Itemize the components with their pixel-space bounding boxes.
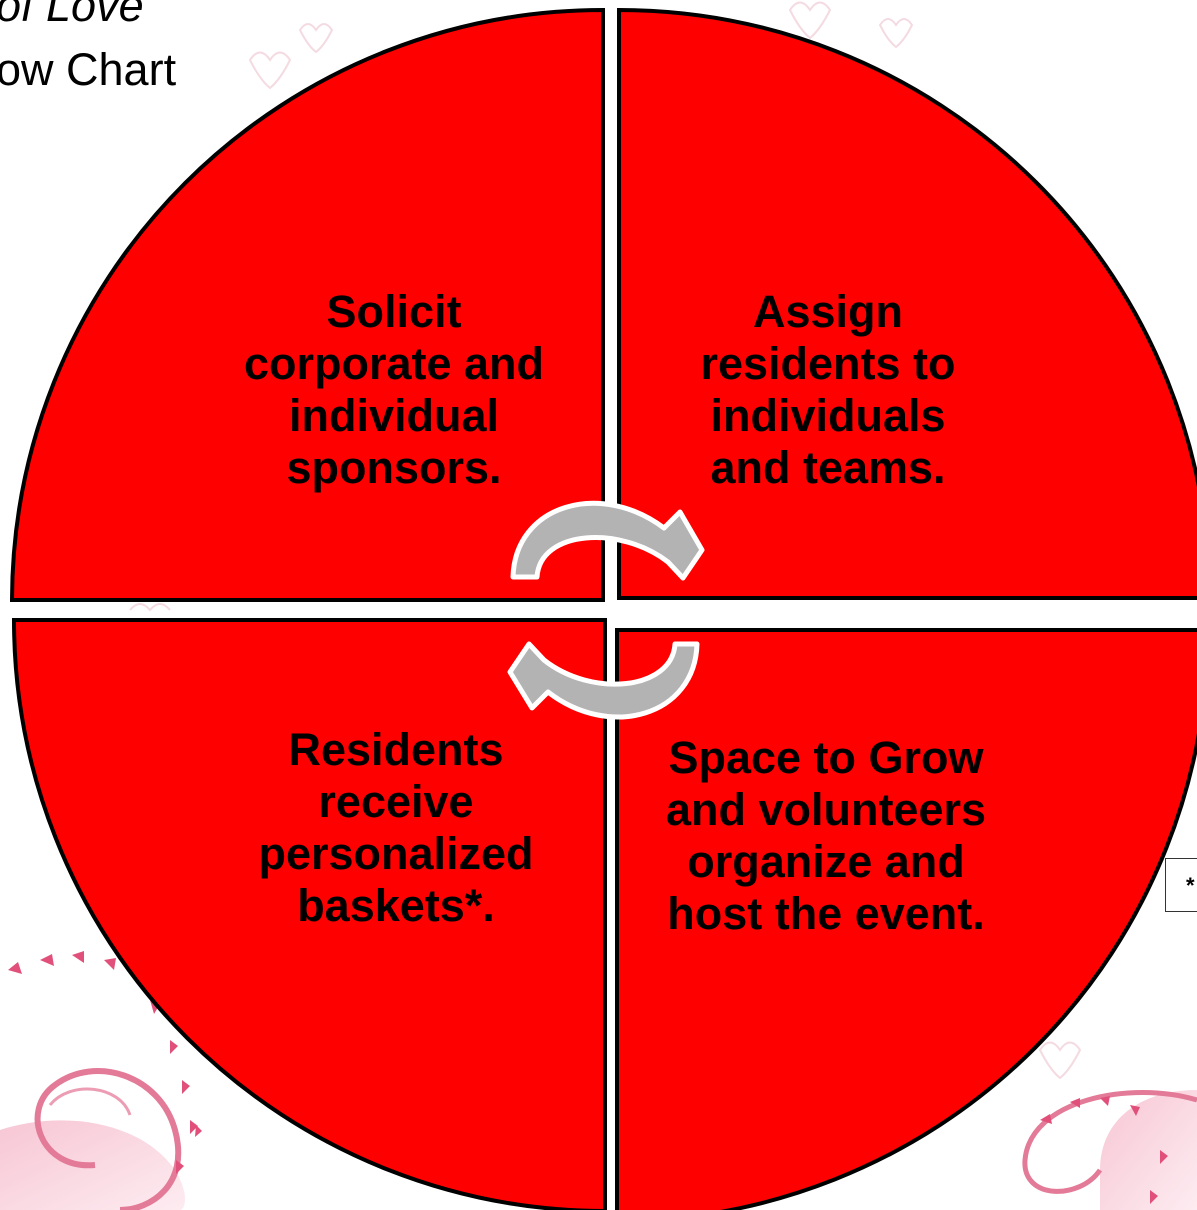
step-host-event: Space to Grow and volunteers organize an… — [640, 732, 1012, 940]
footnote-box: * — [1165, 858, 1197, 912]
title-line-1: of Love — [0, 0, 144, 32]
step-solicit-sponsors: Solicit corporate and individual sponsor… — [210, 286, 578, 494]
title-line-2: ow Chart — [0, 44, 176, 96]
footnote-marker: * — [1186, 873, 1195, 898]
step-residents-receive-baskets: Residents receive personalized baskets*. — [226, 724, 566, 932]
step-assign-residents: Assign residents to individuals and team… — [648, 286, 1008, 494]
swirl-decoration-right-icon — [1025, 1090, 1197, 1210]
